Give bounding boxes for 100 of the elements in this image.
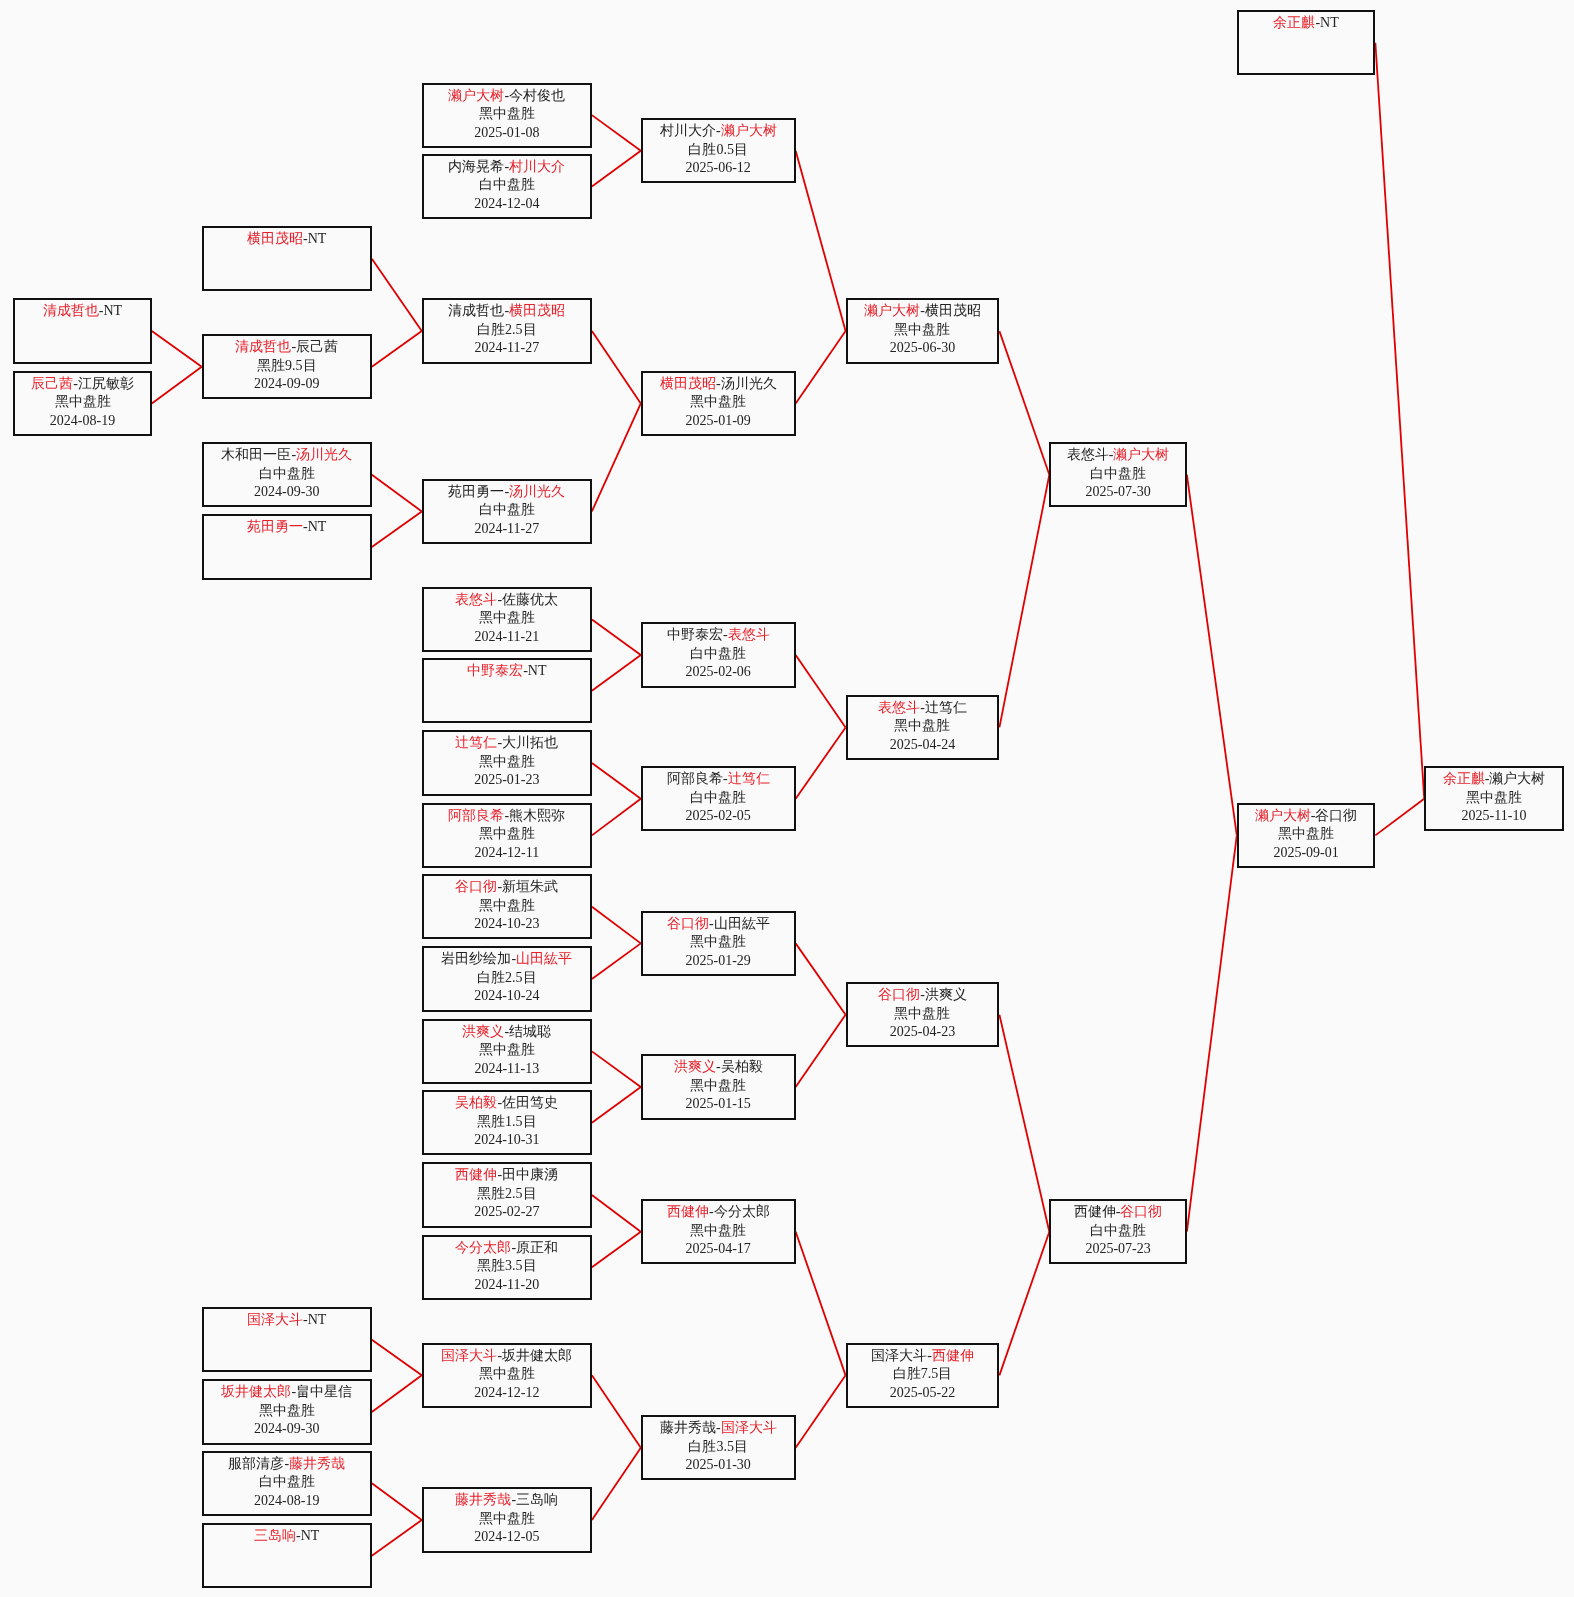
match-players: 余正麒-濑户大树 bbox=[1442, 770, 1546, 789]
match-date: 2025-07-23 bbox=[1085, 1240, 1151, 1259]
match-box bbox=[640, 1054, 796, 1120]
match-players: 西健伸-田中康湧 bbox=[455, 1166, 559, 1185]
match-box bbox=[640, 910, 796, 976]
bracket-line bbox=[794, 726, 847, 800]
match-box bbox=[845, 982, 1000, 1048]
match-box bbox=[421, 1487, 592, 1553]
match-result: 黑中盘胜 bbox=[894, 717, 951, 736]
match-players: 服部清彦-藤井秀哉 bbox=[228, 1454, 346, 1473]
bracket-line bbox=[150, 330, 203, 368]
match-result: 白中盘胜 bbox=[478, 176, 535, 195]
match-box bbox=[421, 874, 592, 940]
match-result: 黑中盘胜 bbox=[478, 609, 535, 628]
match-players: 中野泰宏-NT bbox=[467, 662, 547, 681]
match-players: 表悠斗-濑户大树 bbox=[1066, 446, 1170, 465]
bracket-line bbox=[591, 942, 642, 980]
match-date: 2025-02-27 bbox=[474, 1203, 540, 1222]
match-result: 白中盘胜 bbox=[258, 1473, 315, 1492]
match-box bbox=[421, 586, 592, 652]
bracket-line bbox=[591, 1086, 642, 1124]
match-result: 黑中盘胜 bbox=[690, 1221, 747, 1240]
match-players: 阿部良希-熊木熙弥 bbox=[448, 806, 566, 825]
match-players: 余正麒-NT bbox=[1273, 14, 1339, 33]
match-box bbox=[201, 1379, 372, 1445]
match-players: 谷口彻-洪爽义 bbox=[878, 986, 967, 1005]
match-date: 2025-06-30 bbox=[889, 339, 956, 358]
match-result: 黑胜9.5目 bbox=[257, 356, 317, 375]
bracket-line bbox=[591, 1374, 642, 1449]
match-box bbox=[1049, 1199, 1187, 1265]
match-box bbox=[201, 1450, 372, 1516]
match-players: 三岛响-NT bbox=[254, 1527, 320, 1546]
bracket-line bbox=[150, 365, 203, 405]
match-result: 黑胜3.5目 bbox=[477, 1257, 537, 1276]
match-players: 清成哲也-NT bbox=[42, 302, 123, 321]
bracket-line bbox=[591, 905, 642, 945]
match-box bbox=[421, 730, 592, 796]
match-date: 2025-11-10 bbox=[1461, 807, 1527, 826]
match-date: 2024-12-05 bbox=[474, 1528, 540, 1547]
match-result: 白中盘胜 bbox=[690, 644, 747, 663]
match-result: 黑中盘胜 bbox=[478, 752, 535, 771]
bracket-line bbox=[998, 1230, 1051, 1377]
match-players: 藤井秀哉-国泽大斗 bbox=[659, 1419, 777, 1438]
match-players: 中野泰宏-表悠斗 bbox=[666, 626, 770, 645]
match-box bbox=[201, 1307, 372, 1373]
match-result: 白中盘胜 bbox=[258, 464, 315, 483]
match-result: 黑中盘胜 bbox=[478, 825, 535, 844]
bracket-line bbox=[591, 1230, 642, 1269]
match-result: 白胜7.5目 bbox=[892, 1365, 953, 1384]
bracket-line bbox=[794, 1013, 847, 1088]
match-players: 横田茂昭-汤川光久 bbox=[659, 374, 777, 393]
match-date: 2024-11-27 bbox=[474, 519, 540, 538]
bracket-line bbox=[370, 1519, 423, 1557]
match-result: 白胜0.5目 bbox=[688, 140, 748, 159]
bracket-line bbox=[370, 257, 423, 332]
bracket-line bbox=[1374, 797, 1426, 837]
match-players: 藤井秀哉-三岛响 bbox=[455, 1491, 559, 1510]
match-box bbox=[845, 694, 1000, 760]
match-players: 濑户大树-谷口彻 bbox=[1254, 806, 1358, 825]
match-result: 白胜3.5目 bbox=[688, 1437, 748, 1456]
match-result: 黑中盘胜 bbox=[478, 1509, 535, 1528]
match-players: 横田茂昭-NT bbox=[247, 230, 327, 249]
match-date: 2025-01-29 bbox=[685, 951, 751, 970]
match-date: 2024-09-30 bbox=[254, 1420, 320, 1439]
match-box bbox=[640, 370, 796, 436]
match-result: 黑中盘胜 bbox=[690, 1076, 747, 1095]
match-result: 黑中盘胜 bbox=[1466, 788, 1522, 807]
bracket-line bbox=[591, 149, 642, 188]
match-date: 2024-12-04 bbox=[474, 194, 540, 213]
match-result: 黑中盘胜 bbox=[478, 896, 535, 915]
match-players: 清成哲也-横田茂昭 bbox=[448, 302, 566, 321]
match-date: 2024-11-20 bbox=[474, 1275, 540, 1294]
match-box bbox=[421, 82, 592, 148]
match-result: 黑中盘胜 bbox=[690, 393, 747, 412]
match-box bbox=[421, 658, 592, 724]
match-result: 白中盘胜 bbox=[1090, 464, 1147, 483]
match-result: 黑中盘胜 bbox=[1278, 825, 1335, 844]
match-box bbox=[1424, 766, 1564, 832]
bracket-line bbox=[370, 1338, 423, 1377]
match-players: 国泽大斗-西健伸 bbox=[871, 1346, 974, 1365]
match-date: 2025-04-17 bbox=[685, 1240, 751, 1259]
match-box bbox=[13, 370, 152, 436]
match-box bbox=[1236, 802, 1376, 868]
match-players: 国泽大斗-NT bbox=[247, 1311, 327, 1330]
bracket-line bbox=[794, 654, 847, 729]
match-box bbox=[1049, 442, 1187, 508]
match-players: 坂井健太郎-畠中星信 bbox=[221, 1383, 353, 1402]
match-result: 黑胜1.5目 bbox=[477, 1112, 537, 1131]
bracket-line bbox=[370, 1482, 423, 1521]
match-players: 村川大介-濑户大树 bbox=[659, 122, 777, 141]
bracket-line bbox=[591, 762, 642, 800]
bracket-line bbox=[591, 654, 642, 692]
match-players: 谷口彻-山田紘平 bbox=[666, 914, 770, 933]
match-box bbox=[201, 514, 372, 580]
match-box bbox=[421, 1090, 592, 1156]
match-date: 2025-01-30 bbox=[685, 1456, 751, 1475]
match-date: 2024-11-21 bbox=[474, 627, 540, 646]
match-result: 黑中盘胜 bbox=[894, 1004, 951, 1023]
match-result: 白中盘胜 bbox=[1090, 1221, 1147, 1240]
match-date: 2024-12-12 bbox=[474, 1383, 540, 1402]
